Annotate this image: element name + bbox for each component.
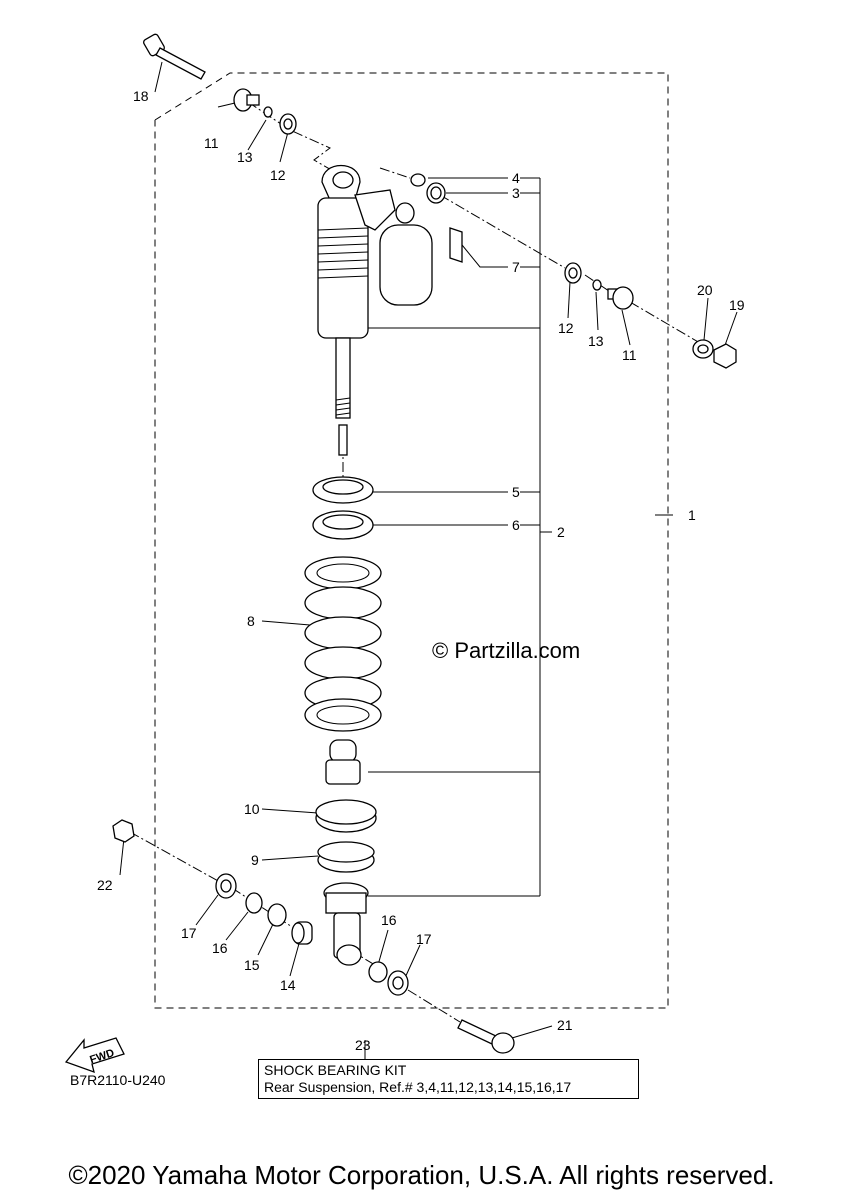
- washer-20: [692, 339, 714, 359]
- lower-clevis: [323, 882, 369, 966]
- collar-16-right: [368, 961, 388, 983]
- kit-title: SHOCK BEARING KIT: [264, 1062, 407, 1078]
- callout-labels: 4 3 7 5 6 2 1 8 10 9 18 11 13 12 12 13 1…: [97, 88, 745, 1053]
- oring-13-lower: [592, 279, 602, 291]
- collar-11-upper: [233, 88, 260, 112]
- axis-lines: [129, 101, 701, 1023]
- locknut-5: [312, 476, 374, 504]
- rear-shock-exploded-diagram: FWD 4 3 7 5 6 2 1 8 10 9 18 11 13 12 12 …: [64, 33, 745, 1074]
- washer-17-right: [387, 970, 409, 996]
- callout-14: 14: [280, 977, 296, 993]
- bracket-lines: [368, 177, 673, 897]
- callout-23: 23: [355, 1037, 371, 1053]
- callout-13-lower: 13: [588, 333, 604, 349]
- watermark: © Partzilla.com: [432, 638, 581, 663]
- callout-10: 10: [244, 801, 260, 817]
- bump-stop: [325, 739, 361, 785]
- callout-2: 2: [557, 524, 565, 540]
- callout-13-upper: 13: [237, 149, 253, 165]
- callout-3: 3: [512, 185, 520, 201]
- assembly-boundary: [154, 72, 669, 1009]
- copyright-footer: ©2020 Yamaha Motor Corporation, U.S.A. A…: [68, 1160, 775, 1190]
- bolt-21: [457, 1019, 515, 1054]
- collar-11-lower: [607, 286, 634, 310]
- leader-lines: [119, 61, 738, 1059]
- callout-7: 7: [512, 259, 520, 275]
- callout-8: 8: [247, 613, 255, 629]
- callout-12-lower: 12: [558, 320, 574, 336]
- callout-17-right: 17: [416, 931, 432, 947]
- nut-19: [713, 343, 737, 369]
- seal-15: [267, 903, 287, 927]
- callout-17-left: 17: [181, 925, 197, 941]
- callout-12-upper: 12: [270, 167, 286, 183]
- nut-22: [112, 819, 135, 843]
- spring-guide-9: [317, 841, 375, 873]
- callout-16-right: 16: [381, 912, 397, 928]
- callout-4: 4: [512, 170, 520, 186]
- callout-19: 19: [729, 297, 745, 313]
- callout-22: 22: [97, 877, 113, 893]
- callout-16-left: 16: [212, 940, 228, 956]
- spring-seat-10: [315, 799, 377, 833]
- spring-8: [304, 556, 382, 732]
- shock-bearing-kit-box: SHOCK BEARING KIT Rear Suspension, Ref.#…: [258, 1059, 639, 1099]
- locknut-6: [312, 510, 374, 540]
- bearing-3: [426, 182, 446, 204]
- oring-4: [410, 173, 426, 187]
- fwd-arrow-icon: FWD: [64, 1037, 125, 1074]
- callout-6: 6: [512, 517, 520, 533]
- bearing-14: [291, 921, 313, 945]
- callout-15: 15: [244, 957, 260, 973]
- callout-11-upper: 11: [204, 135, 219, 151]
- callout-20: 20: [697, 282, 713, 298]
- callout-5: 5: [512, 484, 520, 500]
- callout-21: 21: [557, 1017, 573, 1033]
- callout-1: 1: [688, 507, 696, 523]
- shock-body: [317, 164, 463, 456]
- kit-refs: Rear Suspension, Ref.# 3,4,11,12,13,14,1…: [264, 1079, 572, 1095]
- oring-13-upper: [263, 106, 273, 118]
- washer-12-upper: [279, 113, 297, 135]
- washer-12-lower: [564, 262, 582, 284]
- diagram-code: B7R2110-U240: [70, 1072, 166, 1088]
- callout-18: 18: [133, 88, 149, 104]
- collar-16-left: [245, 892, 263, 914]
- washer-17-left: [215, 873, 237, 899]
- callout-9: 9: [251, 852, 259, 868]
- bolt-18: [143, 33, 206, 80]
- callout-11-lower: 11: [622, 347, 637, 363]
